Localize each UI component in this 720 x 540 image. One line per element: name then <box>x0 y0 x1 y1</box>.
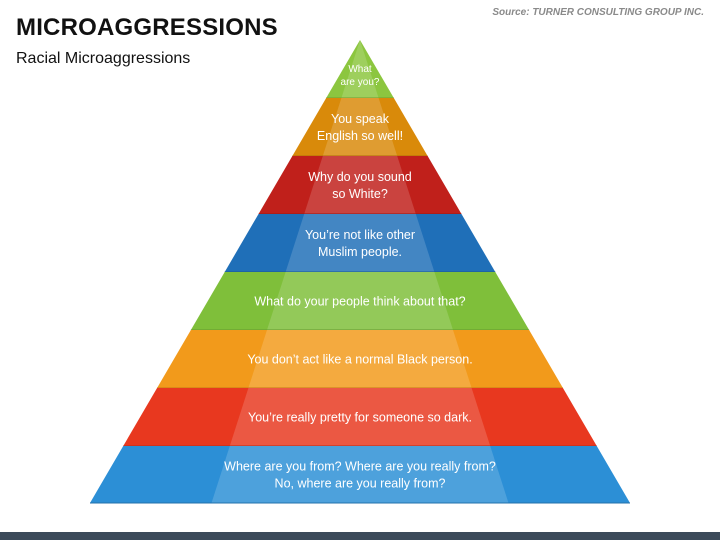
pyramid-tier-8: Where are you from? Where are you really… <box>90 446 630 504</box>
pyramid-tier-highlight <box>211 446 509 503</box>
pyramid-tier-highlight <box>229 388 491 446</box>
pyramid-tier-label: Why do you sound <box>308 170 412 184</box>
pyramid-tier-shape <box>123 388 597 446</box>
pyramid-tier-highlight <box>304 156 416 214</box>
pyramid-tier-highlight <box>266 272 454 330</box>
pyramid-tier-7: You’re really pretty for someone so dark… <box>123 388 597 447</box>
pyramid-tier-3: Why do you sound so White? <box>258 156 462 215</box>
pyramid-tier-1: What are you? <box>326 40 394 99</box>
pyramid-tier-label: You’re not like other <box>305 228 415 242</box>
pyramid-tier-label: so White? <box>332 187 388 201</box>
pyramid-tier-highlight <box>322 98 398 156</box>
pyramid-tier-highlight <box>341 40 379 98</box>
pyramid-tier-label: What do your people think about that? <box>254 294 465 308</box>
pyramid-tier-label: What <box>348 64 372 75</box>
pyramid-tier-shape <box>258 156 462 214</box>
pyramid-tier-6: You don’t act like a normal Black person… <box>157 330 563 389</box>
pyramid-tier-highlight <box>285 214 435 272</box>
pyramid-tier-label: are you? <box>341 77 380 88</box>
pyramid-tier-shape <box>190 272 530 330</box>
page-title: MICROAGGRESSIONS <box>16 14 278 41</box>
pyramid-tier-label: You speak <box>331 112 390 126</box>
pyramid-tier-5: What do your people think about that? <box>190 272 530 331</box>
pyramid-tier-shape <box>157 330 563 388</box>
pyramid-tier-label: No, where are you really from? <box>275 476 446 490</box>
pyramid-tier-highlight <box>248 330 472 388</box>
pyramid-tier-label: You’re really pretty for someone so dark… <box>248 410 472 424</box>
pyramid-tier-shape <box>90 446 630 503</box>
pyramid-tier-label: Muslim people. <box>318 245 402 259</box>
pyramid-tier-label: English so well! <box>317 129 403 143</box>
pyramid-tier-label: Where are you from? Where are you really… <box>224 459 496 473</box>
source-note: Source: TURNER CONSULTING GROUP INC. <box>492 7 704 18</box>
pyramid-tier-shape <box>326 40 394 98</box>
pyramid-tier-shape <box>292 98 428 156</box>
pyramid-tier-shape <box>224 214 496 272</box>
bottom-bar <box>0 532 720 540</box>
page-subtitle: Racial Microaggressions <box>16 50 191 67</box>
pyramid-tier-label: You don’t act like a normal Black person… <box>247 352 472 366</box>
